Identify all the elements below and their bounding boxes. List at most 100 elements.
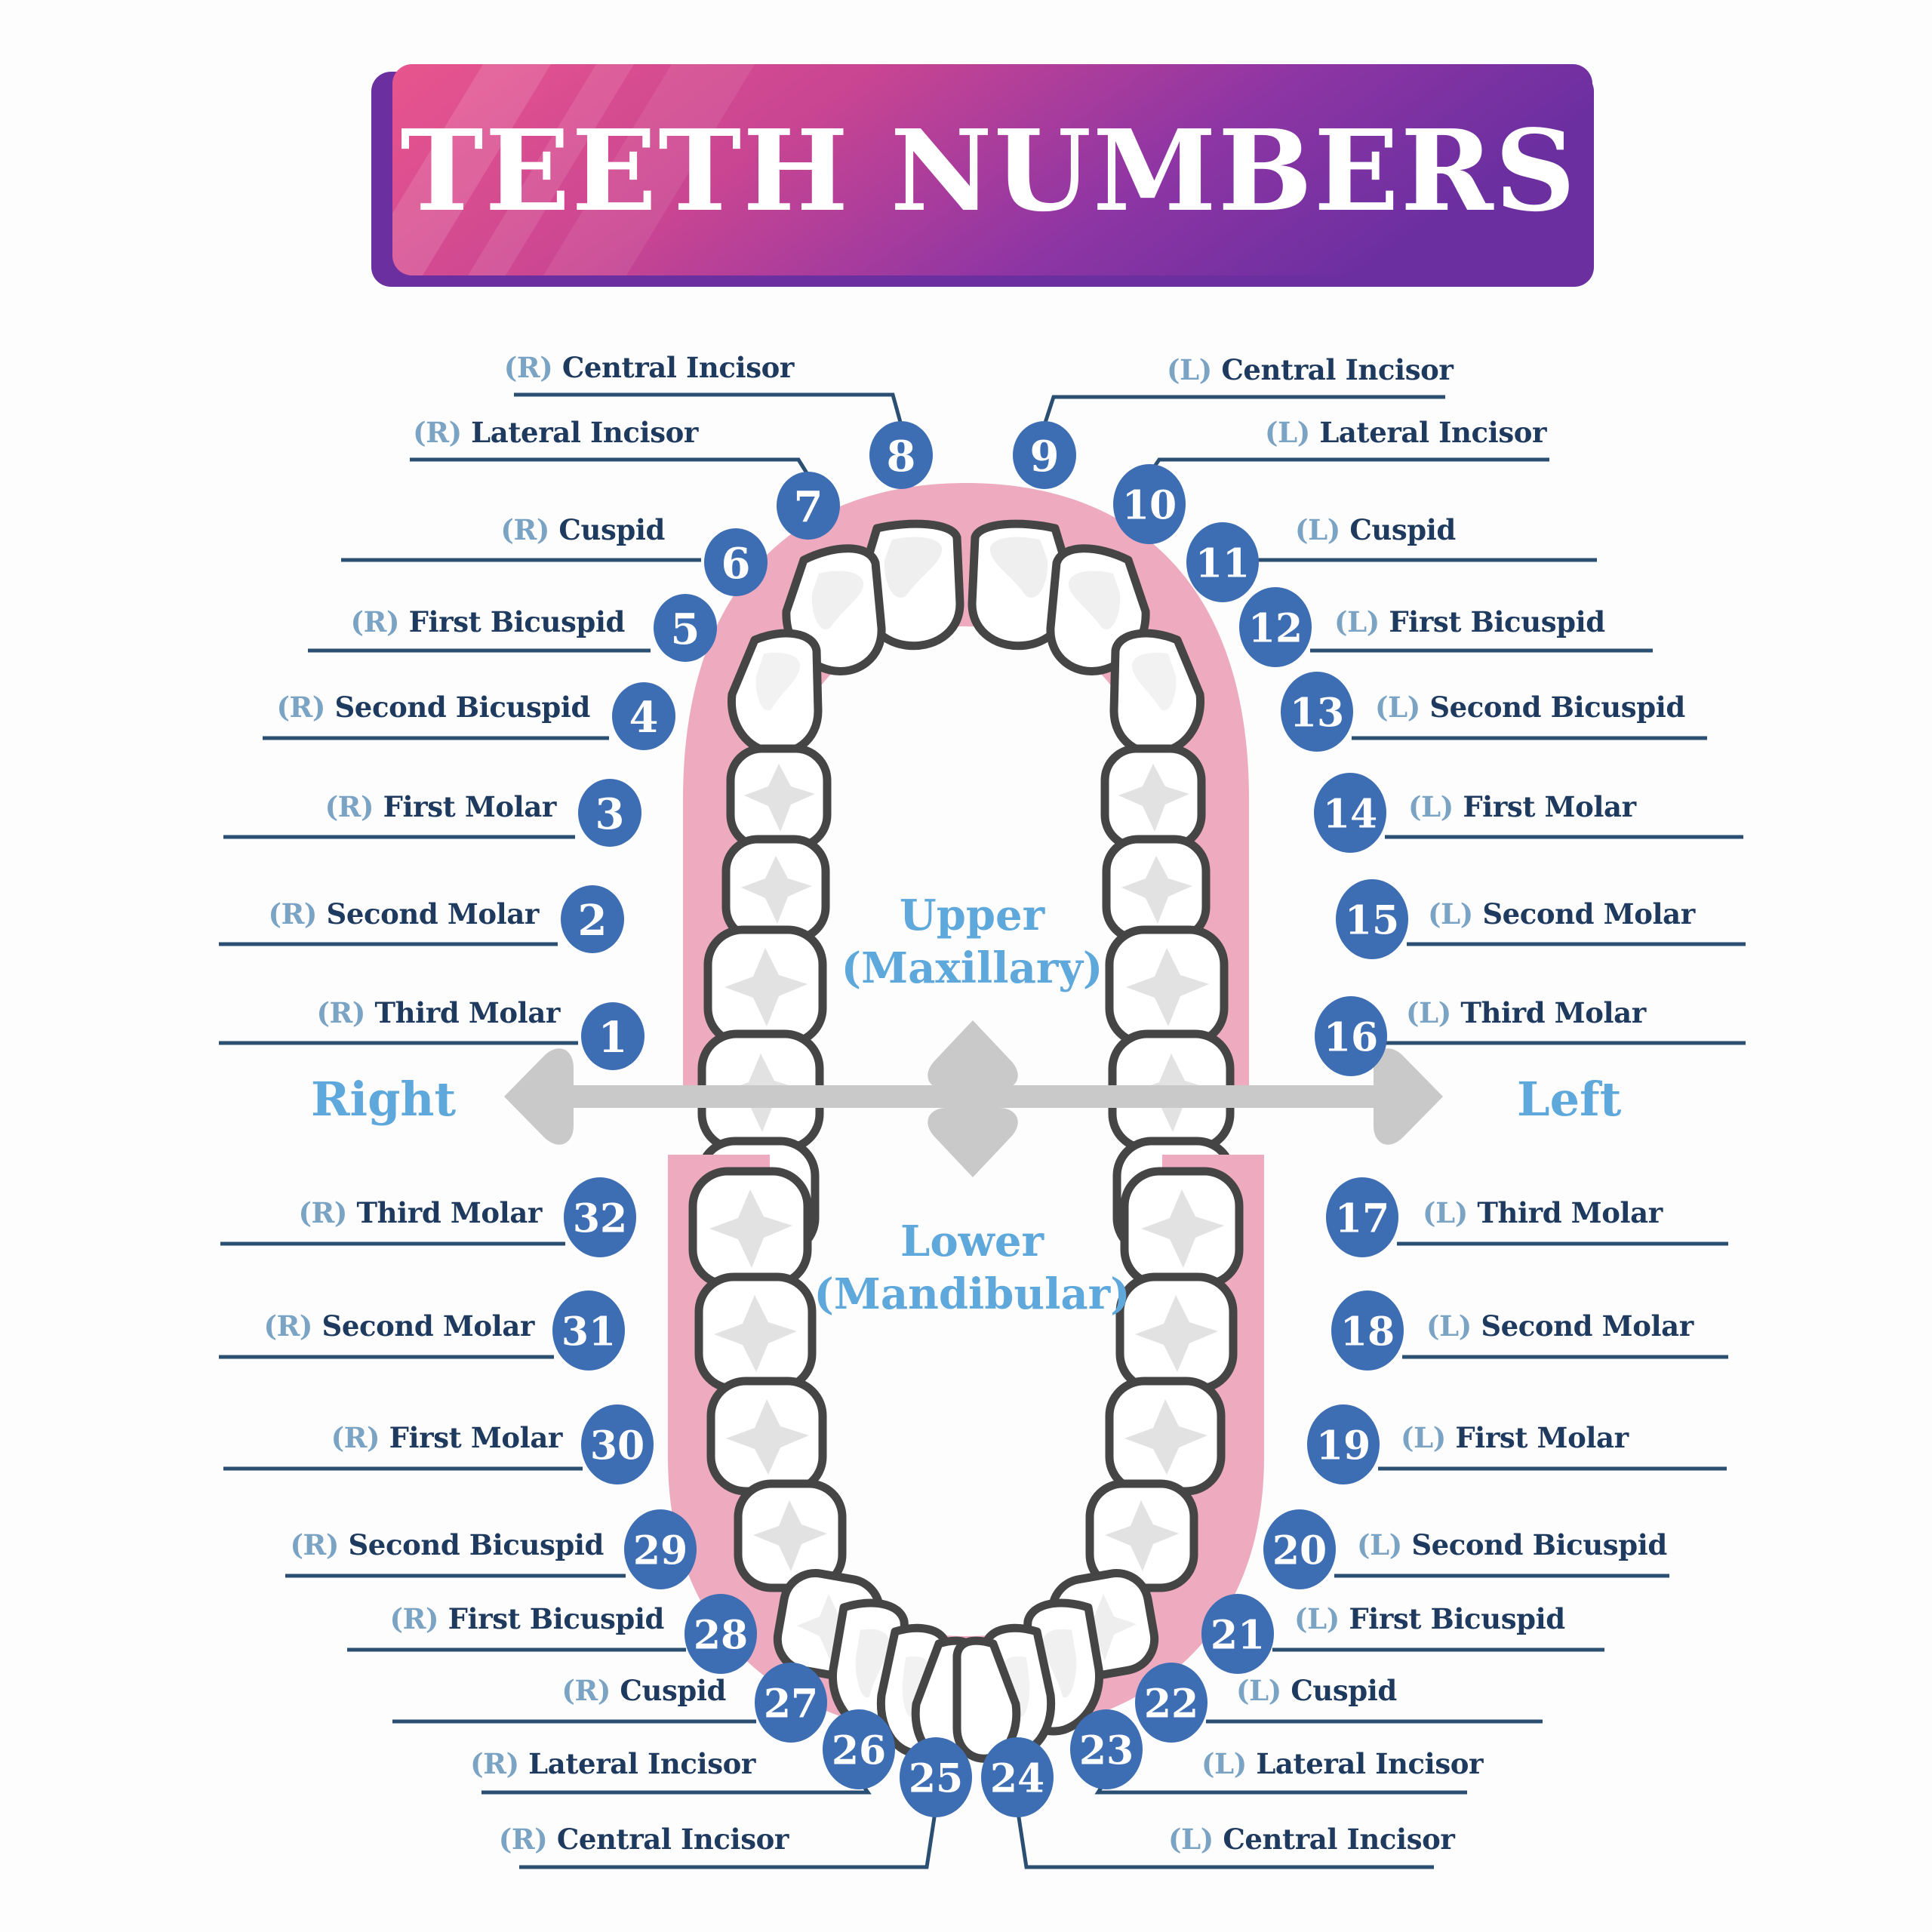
tooth-label-27: (R) Cuspid [561,1674,726,1707]
page-title: TEETH NUMBERS [400,105,1577,236]
tooth-label-name-24: Central Incisor [1223,1823,1455,1856]
tooth-label-name-25: Central Incisor [557,1823,789,1856]
title-banner: TEETH NUMBERS [371,64,1594,287]
tooth-number-circle-26[interactable] [823,1709,895,1789]
tooth-label-prefix-10: (L) [1265,416,1319,449]
banner-gradient [392,64,1592,275]
tooth-label-prefix-2: (R) [268,897,326,931]
tooth-number-20: 20 [1272,1528,1327,1574]
tooth-number-17: 17 [1335,1196,1389,1242]
arrow-head-right-icon [1374,1048,1443,1145]
tooth-label-13: (L) Second Bicuspid [1375,691,1685,724]
tooth-number-circle-30[interactable] [581,1404,654,1484]
tooth-number-circle-10[interactable] [1113,464,1186,544]
tooth-number-circle-28[interactable] [685,1594,757,1674]
lower-arch [668,1155,1264,1763]
tooth-11-cusp [1132,652,1177,711]
tooth-number-circle-17[interactable] [1326,1177,1398,1257]
tooth-number-circle-11[interactable] [1186,522,1259,602]
tooth-number-circle-1[interactable] [581,1002,645,1070]
tooth-number-circle-8[interactable] [869,421,933,489]
tooth-23-cusp [1002,1656,1030,1718]
tooth-label-prefix-20: (L) [1357,1528,1411,1561]
tooth-label-2: (R) Second Molar [268,897,539,931]
tooth-label-prefix-32: (R) [298,1196,356,1229]
tooth-number-circle-9[interactable] [1013,421,1076,489]
leader-line-7 [410,457,811,477]
tooth-number-circle-32[interactable] [564,1177,636,1257]
tooth-number-circle-29[interactable] [624,1509,697,1589]
tooth-9-cusp [989,537,1048,598]
tooth-number-circle-25[interactable] [900,1737,972,1817]
tooth-number-circle-18[interactable] [1331,1291,1404,1371]
tooth-label-prefix-1: (R) [316,996,374,1029]
tooth-number-circle-21[interactable] [1201,1594,1274,1674]
tooth-number-circle-19[interactable] [1307,1404,1380,1484]
tooth-label-5: (R) First Bicuspid [351,605,625,638]
tooth-label-name-17: Third Molar [1477,1196,1663,1229]
tooth-number-12: 12 [1248,606,1303,652]
tooth-number-circle-24[interactable] [981,1737,1054,1817]
tooth-callout-17[interactable]: (L) Third Molar 17 [1326,1177,1728,1257]
tooth-28-cusp [797,1594,862,1660]
tooth-label-28: (R) First Bicuspid [390,1602,664,1635]
tooth-number-circle-27[interactable] [755,1663,827,1743]
lower-arch-label-line2: (Mandibular) [814,1269,1130,1319]
tooth-number-circle-7[interactable] [777,472,840,540]
tooth-number-circle-22[interactable] [1135,1663,1208,1743]
tooth-number-circle-31[interactable] [552,1291,625,1371]
tooth-number-circle-6[interactable] [704,528,768,596]
tooth-number-circle-14[interactable] [1314,773,1386,853]
tooth-number-circle-13[interactable] [1281,672,1353,752]
tooth-label-name-13: Second Bicuspid [1429,691,1685,724]
tooth-number-circle-4[interactable] [612,682,675,750]
upper-arch-label-line1: Upper [900,891,1046,940]
tooth-label-prefix-25: (R) [499,1823,557,1856]
tooth-number-circle-5[interactable] [654,594,717,662]
tooth-number-circle-3[interactable] [578,779,641,847]
tooth-number-circle-16[interactable] [1315,996,1387,1076]
tooth-number-circle-23[interactable] [1070,1709,1143,1789]
tooth-22-cusp [1043,1629,1077,1698]
tooth-label-prefix-6: (R) [500,513,558,546]
leader-line-24 [1015,1807,1434,1869]
tooth-number-29: 29 [633,1528,688,1574]
tooth-number-7: 7 [794,482,823,532]
tooth-number-circle-20[interactable] [1263,1509,1336,1589]
tooth-number-circle-2[interactable] [561,885,624,953]
tooth-label-17: (L) Third Molar [1423,1196,1663,1229]
tooth-number-circle-12[interactable] [1239,587,1312,667]
tooth-number-circle-15[interactable] [1336,879,1408,959]
